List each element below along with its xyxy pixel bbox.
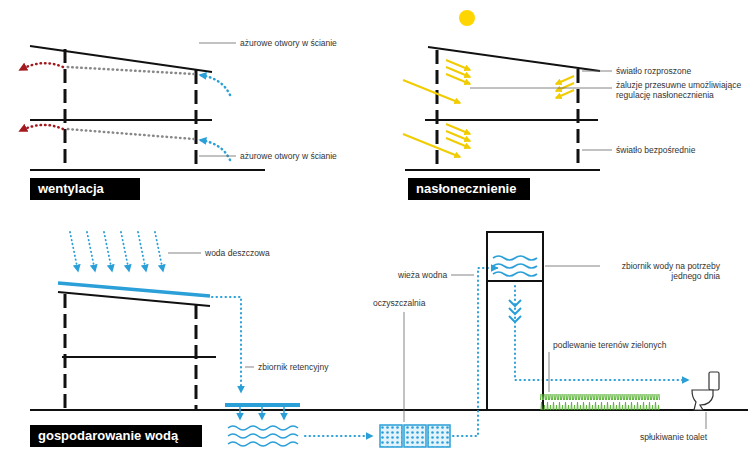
leader-line [582, 71, 612, 72]
annotation: oczyszczalnia [373, 298, 425, 308]
annotation: światło bezpośrednie [616, 145, 695, 155]
light-arrow [556, 83, 574, 91]
chevrons [509, 300, 521, 322]
sun [459, 10, 475, 26]
tank-arrow [239, 407, 241, 419]
wave [228, 442, 298, 446]
leader-line [470, 88, 612, 89]
annotation: spłukiwanie toalet [640, 432, 707, 442]
annotation: podlewanie terenów zielonych [553, 340, 666, 350]
leader-line [549, 352, 550, 392]
section-title: wentylacja [38, 178, 104, 200]
air-out-arrow [20, 63, 63, 70]
air-flow [20, 63, 230, 160]
filter-unit [380, 425, 402, 447]
annotation: wieża wodna [398, 270, 447, 280]
light-arrows [403, 60, 574, 157]
roof [428, 47, 600, 71]
leader-line [199, 43, 236, 44]
water-arrow [305, 435, 372, 437]
leader-line [245, 367, 254, 368]
section-title: gospodarowanie wodą [38, 425, 178, 447]
tank-floor [487, 280, 543, 282]
light-arrow [556, 90, 574, 98]
roof [30, 46, 212, 72]
floor [30, 119, 212, 121]
leader-line [404, 312, 405, 422]
light-arrow [403, 80, 460, 103]
annotation: ażurowe otwory w ścianie [240, 38, 337, 48]
filter-unit [404, 425, 426, 447]
wave [493, 272, 537, 276]
leader-line [168, 253, 201, 254]
ground [405, 169, 600, 171]
bowl [692, 390, 713, 410]
rain-arrow [87, 232, 95, 271]
filter-unit [428, 425, 450, 447]
air-in-arrow [200, 75, 230, 95]
water-arrow [515, 286, 688, 380]
rain [70, 232, 163, 271]
section-band: wentylacja [30, 178, 140, 200]
water-building [30, 283, 748, 410]
annotation: zbiornik retencyjny [258, 362, 328, 372]
annotation: zbiornik wody na potrzeby jednego dnia [605, 261, 720, 281]
roof [58, 292, 210, 306]
rain-arrow [155, 232, 163, 271]
annotation: woda deszczowa [205, 248, 270, 258]
wave [493, 256, 537, 260]
section-title: nasłonecznienie [416, 178, 516, 200]
annotation: żaluzje przesuwne umożliwiające regulacj… [616, 80, 748, 100]
wall [436, 50, 439, 170]
rain-arrow [104, 232, 112, 271]
toilet-icon [692, 372, 719, 410]
tank-arrow [261, 407, 263, 419]
air-in-arrow [200, 140, 230, 160]
section-band: nasłonecznienie [408, 178, 530, 200]
rain-arrow [121, 232, 129, 271]
wave [228, 434, 298, 438]
section-band: gospodarowanie wodą [30, 425, 202, 447]
rain-arrow [70, 232, 78, 271]
ground [30, 169, 265, 171]
leader-line [706, 412, 707, 429]
wall [64, 294, 67, 410]
tower [487, 232, 543, 410]
leader-line [199, 156, 236, 157]
leader-line [545, 266, 600, 267]
insolation-building [405, 47, 600, 170]
wave [493, 264, 537, 268]
water-tower [487, 232, 543, 410]
treatment-plant [380, 425, 450, 447]
tank-top [225, 403, 300, 407]
air-path [67, 129, 194, 139]
leader-lines [199, 43, 236, 156]
annotation: ażurowe otwory w ścianie [240, 151, 337, 161]
air-path [67, 67, 194, 74]
light-arrow [446, 74, 470, 84]
light-arrow [403, 134, 460, 157]
ventilation-building [30, 46, 265, 170]
wave [228, 426, 298, 430]
retention-tank [225, 405, 300, 446]
leader-lines [470, 71, 612, 150]
water-arrow [212, 297, 241, 392]
air-out-arrow [20, 125, 63, 131]
light-arrow [556, 76, 574, 84]
floor [62, 356, 216, 358]
leader-line [451, 275, 474, 276]
light-arrow [446, 138, 470, 148]
tank-arrow [283, 407, 285, 419]
leader-lines [168, 253, 706, 429]
floor [425, 119, 598, 121]
water-flow [212, 268, 688, 436]
cistern [709, 372, 719, 390]
leader-line [582, 150, 612, 151]
annotation: światło rozproszone [616, 66, 691, 76]
grass [540, 394, 660, 410]
rain-arrow [138, 232, 146, 271]
